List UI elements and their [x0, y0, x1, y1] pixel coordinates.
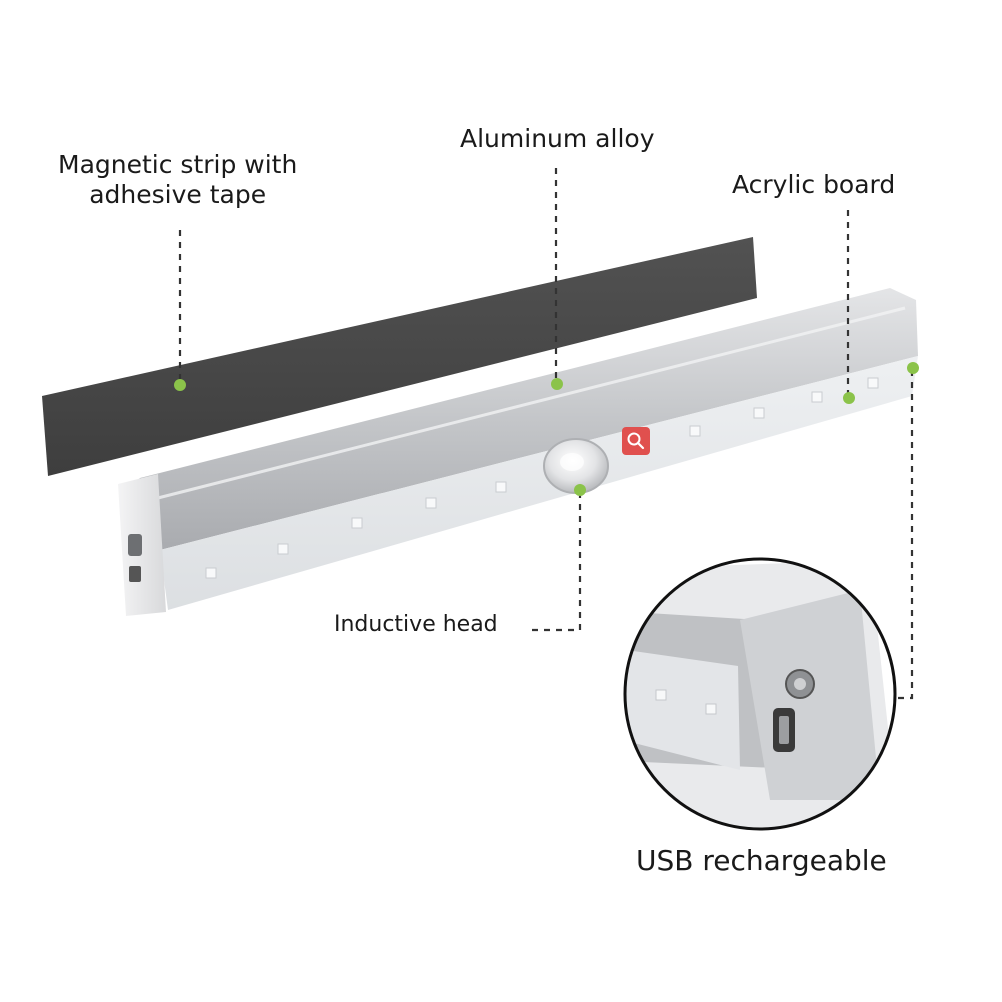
- label-magnetic-line2: adhesive tape: [89, 180, 267, 209]
- magnetic-strip: [42, 237, 757, 476]
- magnifier-icon: [627, 432, 645, 450]
- label-usb-rechargeable: USB rechargeable: [636, 844, 887, 877]
- marker-dots: [174, 362, 919, 496]
- acrylic-board: [160, 356, 918, 610]
- label-aluminum-alloy: Aluminum alloy: [460, 124, 655, 153]
- aluminum-body: [122, 288, 918, 550]
- leader-lines: [178, 168, 914, 700]
- end-cap-port: [129, 566, 141, 582]
- label-acrylic-board: Acrylic board: [732, 170, 896, 199]
- led-chips: [205, 377, 879, 579]
- label-magnetic-strip: Magnetic strip with adhesive tape: [58, 150, 297, 210]
- usb-detail-circle: [623, 557, 897, 831]
- zoom-button[interactable]: [622, 427, 650, 455]
- end-cap-switch: [128, 534, 142, 556]
- label-inductive-head: Inductive head: [334, 612, 498, 637]
- label-magnetic-line1: Magnetic strip with: [58, 150, 298, 179]
